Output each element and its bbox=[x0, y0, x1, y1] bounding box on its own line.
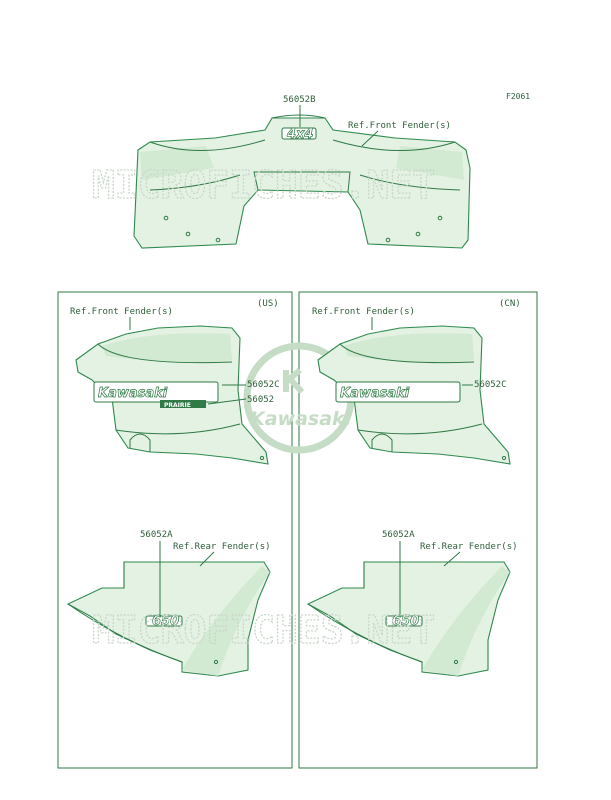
cn-decal-brand: Kawasaki bbox=[340, 386, 410, 401]
us-decal-brand: Kawasaki bbox=[98, 386, 168, 401]
cn-rear-decal: 650 bbox=[392, 614, 419, 629]
cn-rear-ref: Ref.Rear Fender(s) bbox=[420, 542, 518, 552]
front-fender-top: 4x4 bbox=[133, 114, 471, 249]
us-front-side-fender: Kawasaki PRAIRIE bbox=[75, 325, 269, 465]
top-part-label: 56052B bbox=[283, 95, 316, 105]
us-region-label: (US) bbox=[257, 299, 279, 309]
panel-us-frame bbox=[57, 291, 293, 769]
cn-rear-side-fender: 650 bbox=[306, 561, 511, 677]
us-rear-side-fender: 650 bbox=[66, 561, 271, 677]
us-part-a: 56052A bbox=[140, 530, 173, 540]
logo-text: Kawasaki bbox=[250, 408, 352, 430]
cn-front-side-fender: Kawasaki bbox=[317, 325, 511, 465]
watermark-bottom: MICROFICHES.NET bbox=[92, 608, 435, 652]
panel-cn-frame bbox=[298, 291, 538, 769]
cn-front-ref: Ref.Front Fender(s) bbox=[312, 307, 415, 317]
cn-region-label: (CN) bbox=[499, 299, 521, 309]
us-rear-decal: 650 bbox=[152, 614, 179, 629]
us-decal-model: PRAIRIE bbox=[164, 402, 191, 409]
top-ref-label: Ref.Front Fender(s) bbox=[348, 121, 451, 131]
us-front-ref: Ref.Front Fender(s) bbox=[70, 307, 173, 317]
us-rear-ref: Ref.Rear Fender(s) bbox=[173, 542, 271, 552]
us-part-d: 56052 bbox=[247, 395, 274, 405]
top-decal-4x4: 4x4 bbox=[286, 127, 313, 142]
figure-code: F2061 bbox=[506, 92, 530, 101]
cn-part-c: 56052C bbox=[474, 380, 507, 390]
us-part-c: 56052C bbox=[247, 380, 280, 390]
cn-part-a: 56052A bbox=[382, 530, 415, 540]
watermark-top: MICROFICHES.NET bbox=[92, 163, 435, 207]
